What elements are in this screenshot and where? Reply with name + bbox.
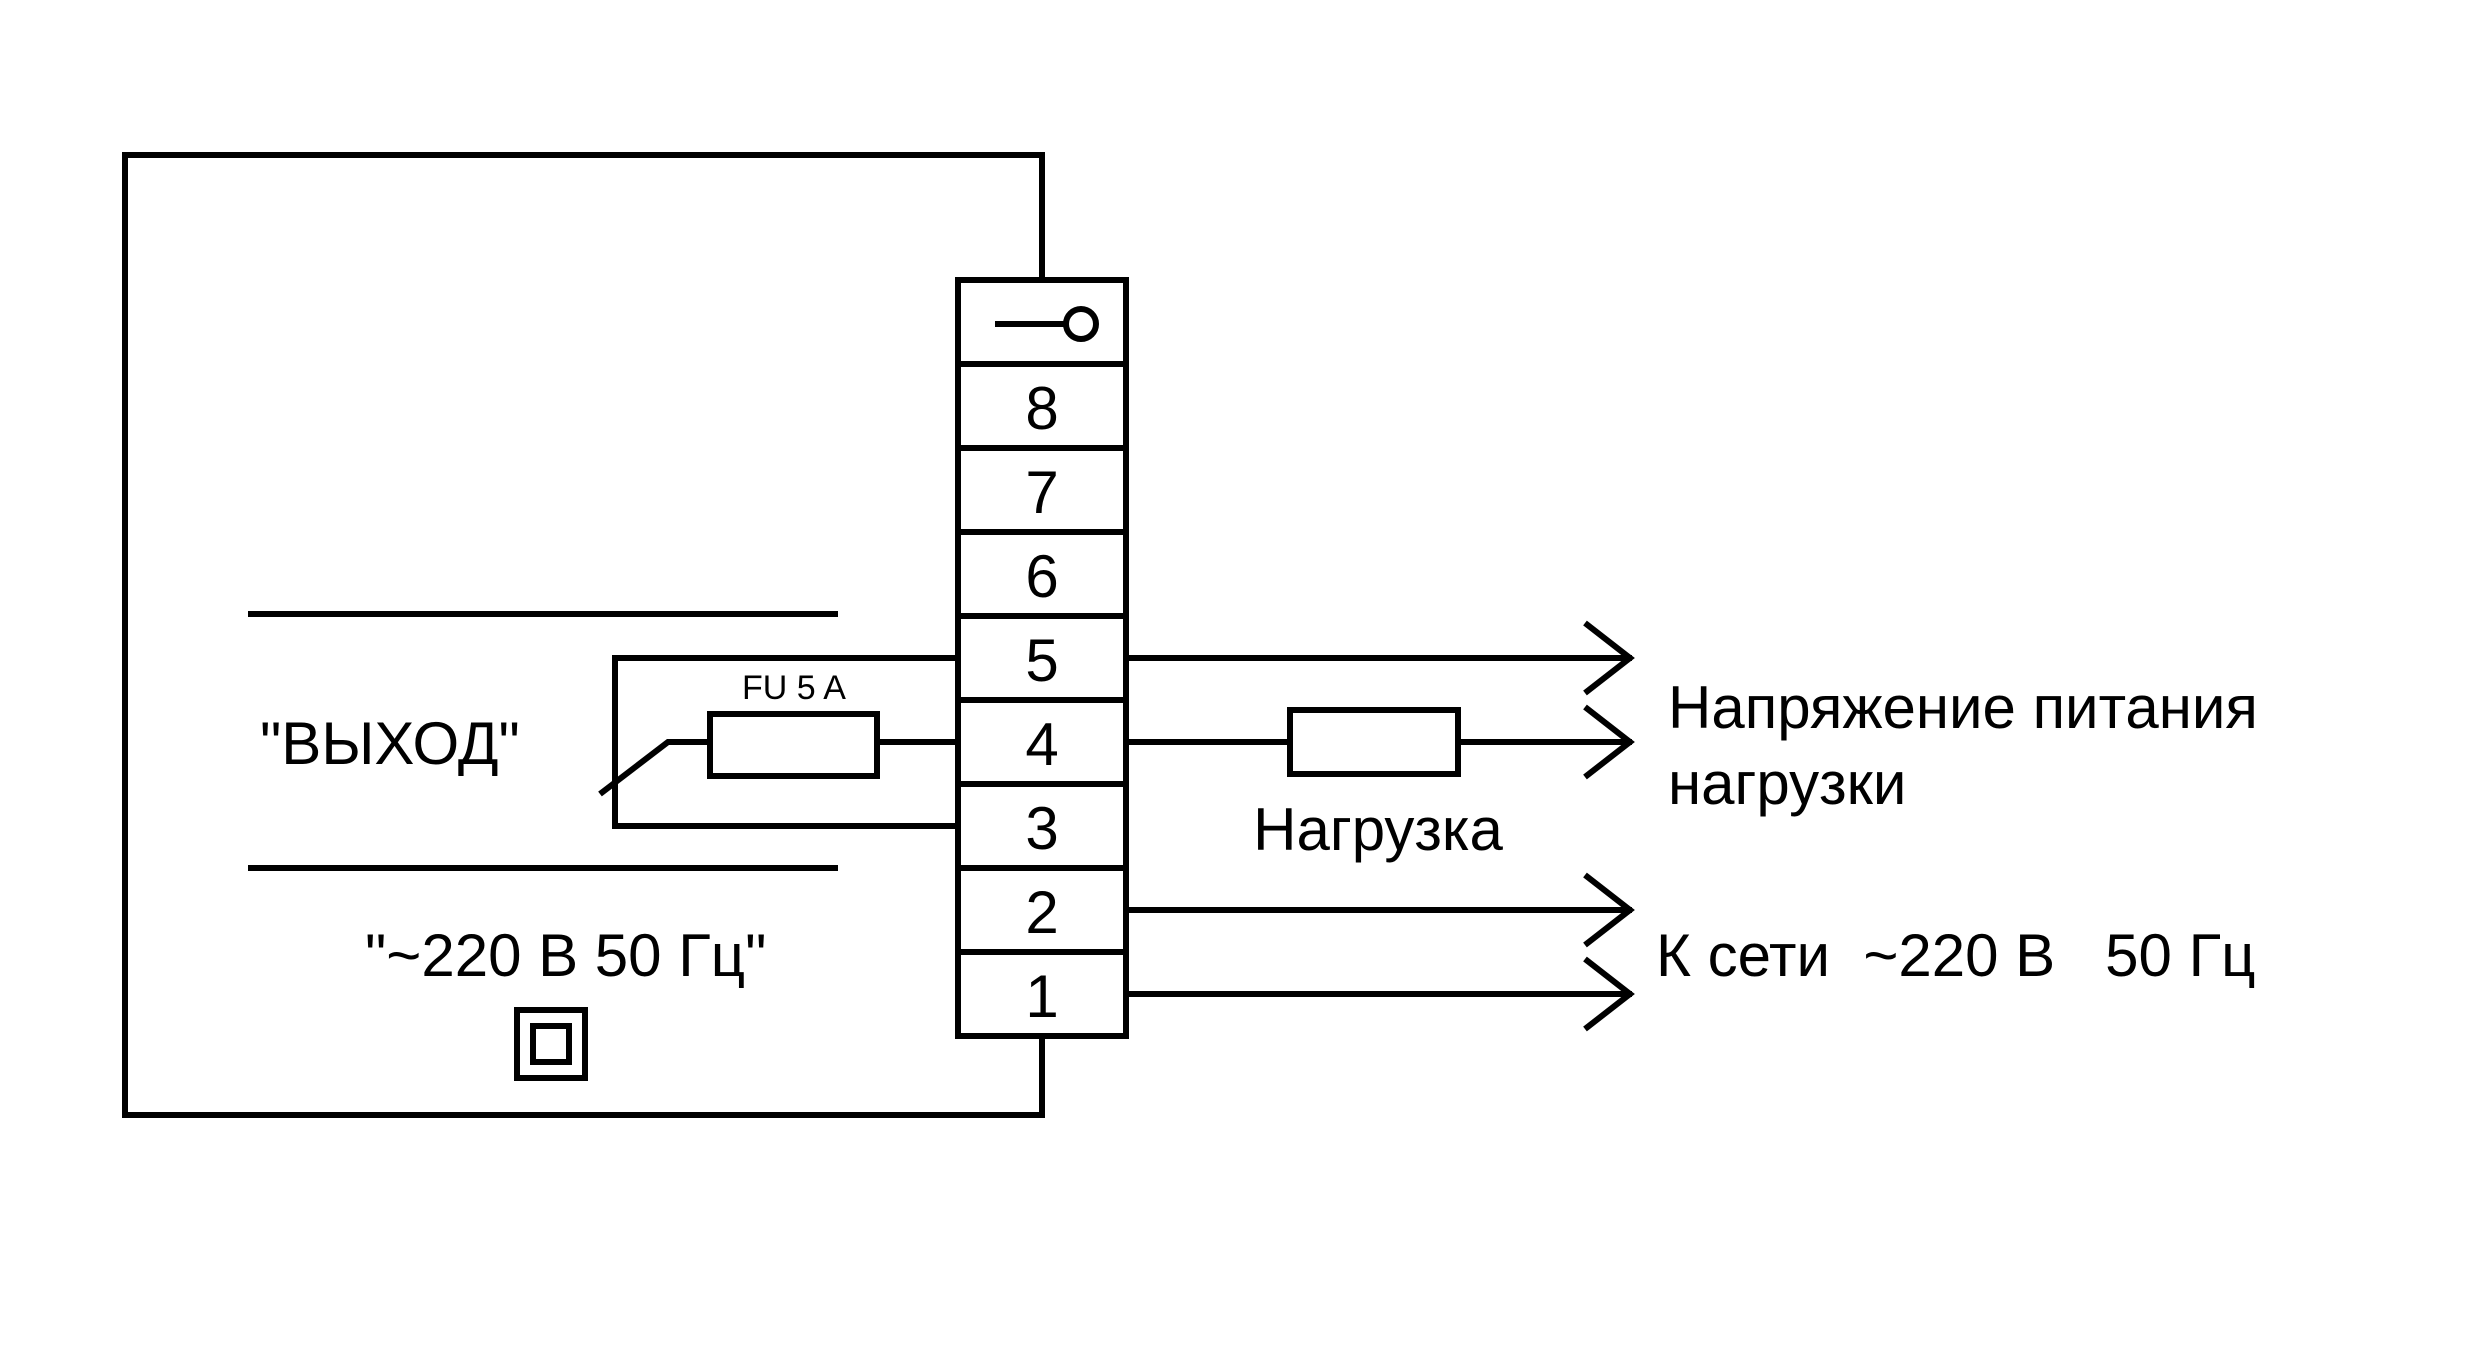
ground-terminal-icon xyxy=(995,306,1099,342)
terminal-numbers: 8 7 6 5 4 3 2 1 xyxy=(1025,375,1058,1030)
mains-wire-1 xyxy=(1126,956,1635,1032)
supply-wire-4 xyxy=(1126,704,1635,780)
fuse-symbol xyxy=(707,711,880,779)
output-relay-wiring xyxy=(248,611,958,871)
mains-label: К сети ~220 В 50 Гц xyxy=(1656,922,2255,989)
supply-wire-5 xyxy=(1126,620,1635,696)
supply-label-line2: нагрузки xyxy=(1668,750,1906,817)
terminal-3-label: 3 xyxy=(1025,795,1058,862)
terminal-4-label: 4 xyxy=(1025,711,1058,778)
output-label: "ВЫХОД" xyxy=(260,710,520,777)
device-power-label: "~220 В 50 Гц" xyxy=(365,922,766,989)
terminal-1-label: 1 xyxy=(1025,963,1058,1030)
terminal-8-label: 8 xyxy=(1025,375,1058,442)
double-insulation-icon xyxy=(514,1007,588,1081)
terminal-7-label: 7 xyxy=(1025,459,1058,526)
supply-label-line1: Напряжение питания xyxy=(1668,674,2258,741)
load-label: Нагрузка xyxy=(1253,796,1503,863)
terminal-5-label: 5 xyxy=(1025,627,1058,694)
terminal-2-label: 2 xyxy=(1025,879,1058,946)
load-resistor xyxy=(1287,707,1461,777)
terminal-6-label: 6 xyxy=(1025,543,1058,610)
device-enclosure xyxy=(122,152,1045,1118)
mains-wire-2 xyxy=(1126,872,1635,948)
fuse-label: FU 5 A xyxy=(742,669,846,707)
